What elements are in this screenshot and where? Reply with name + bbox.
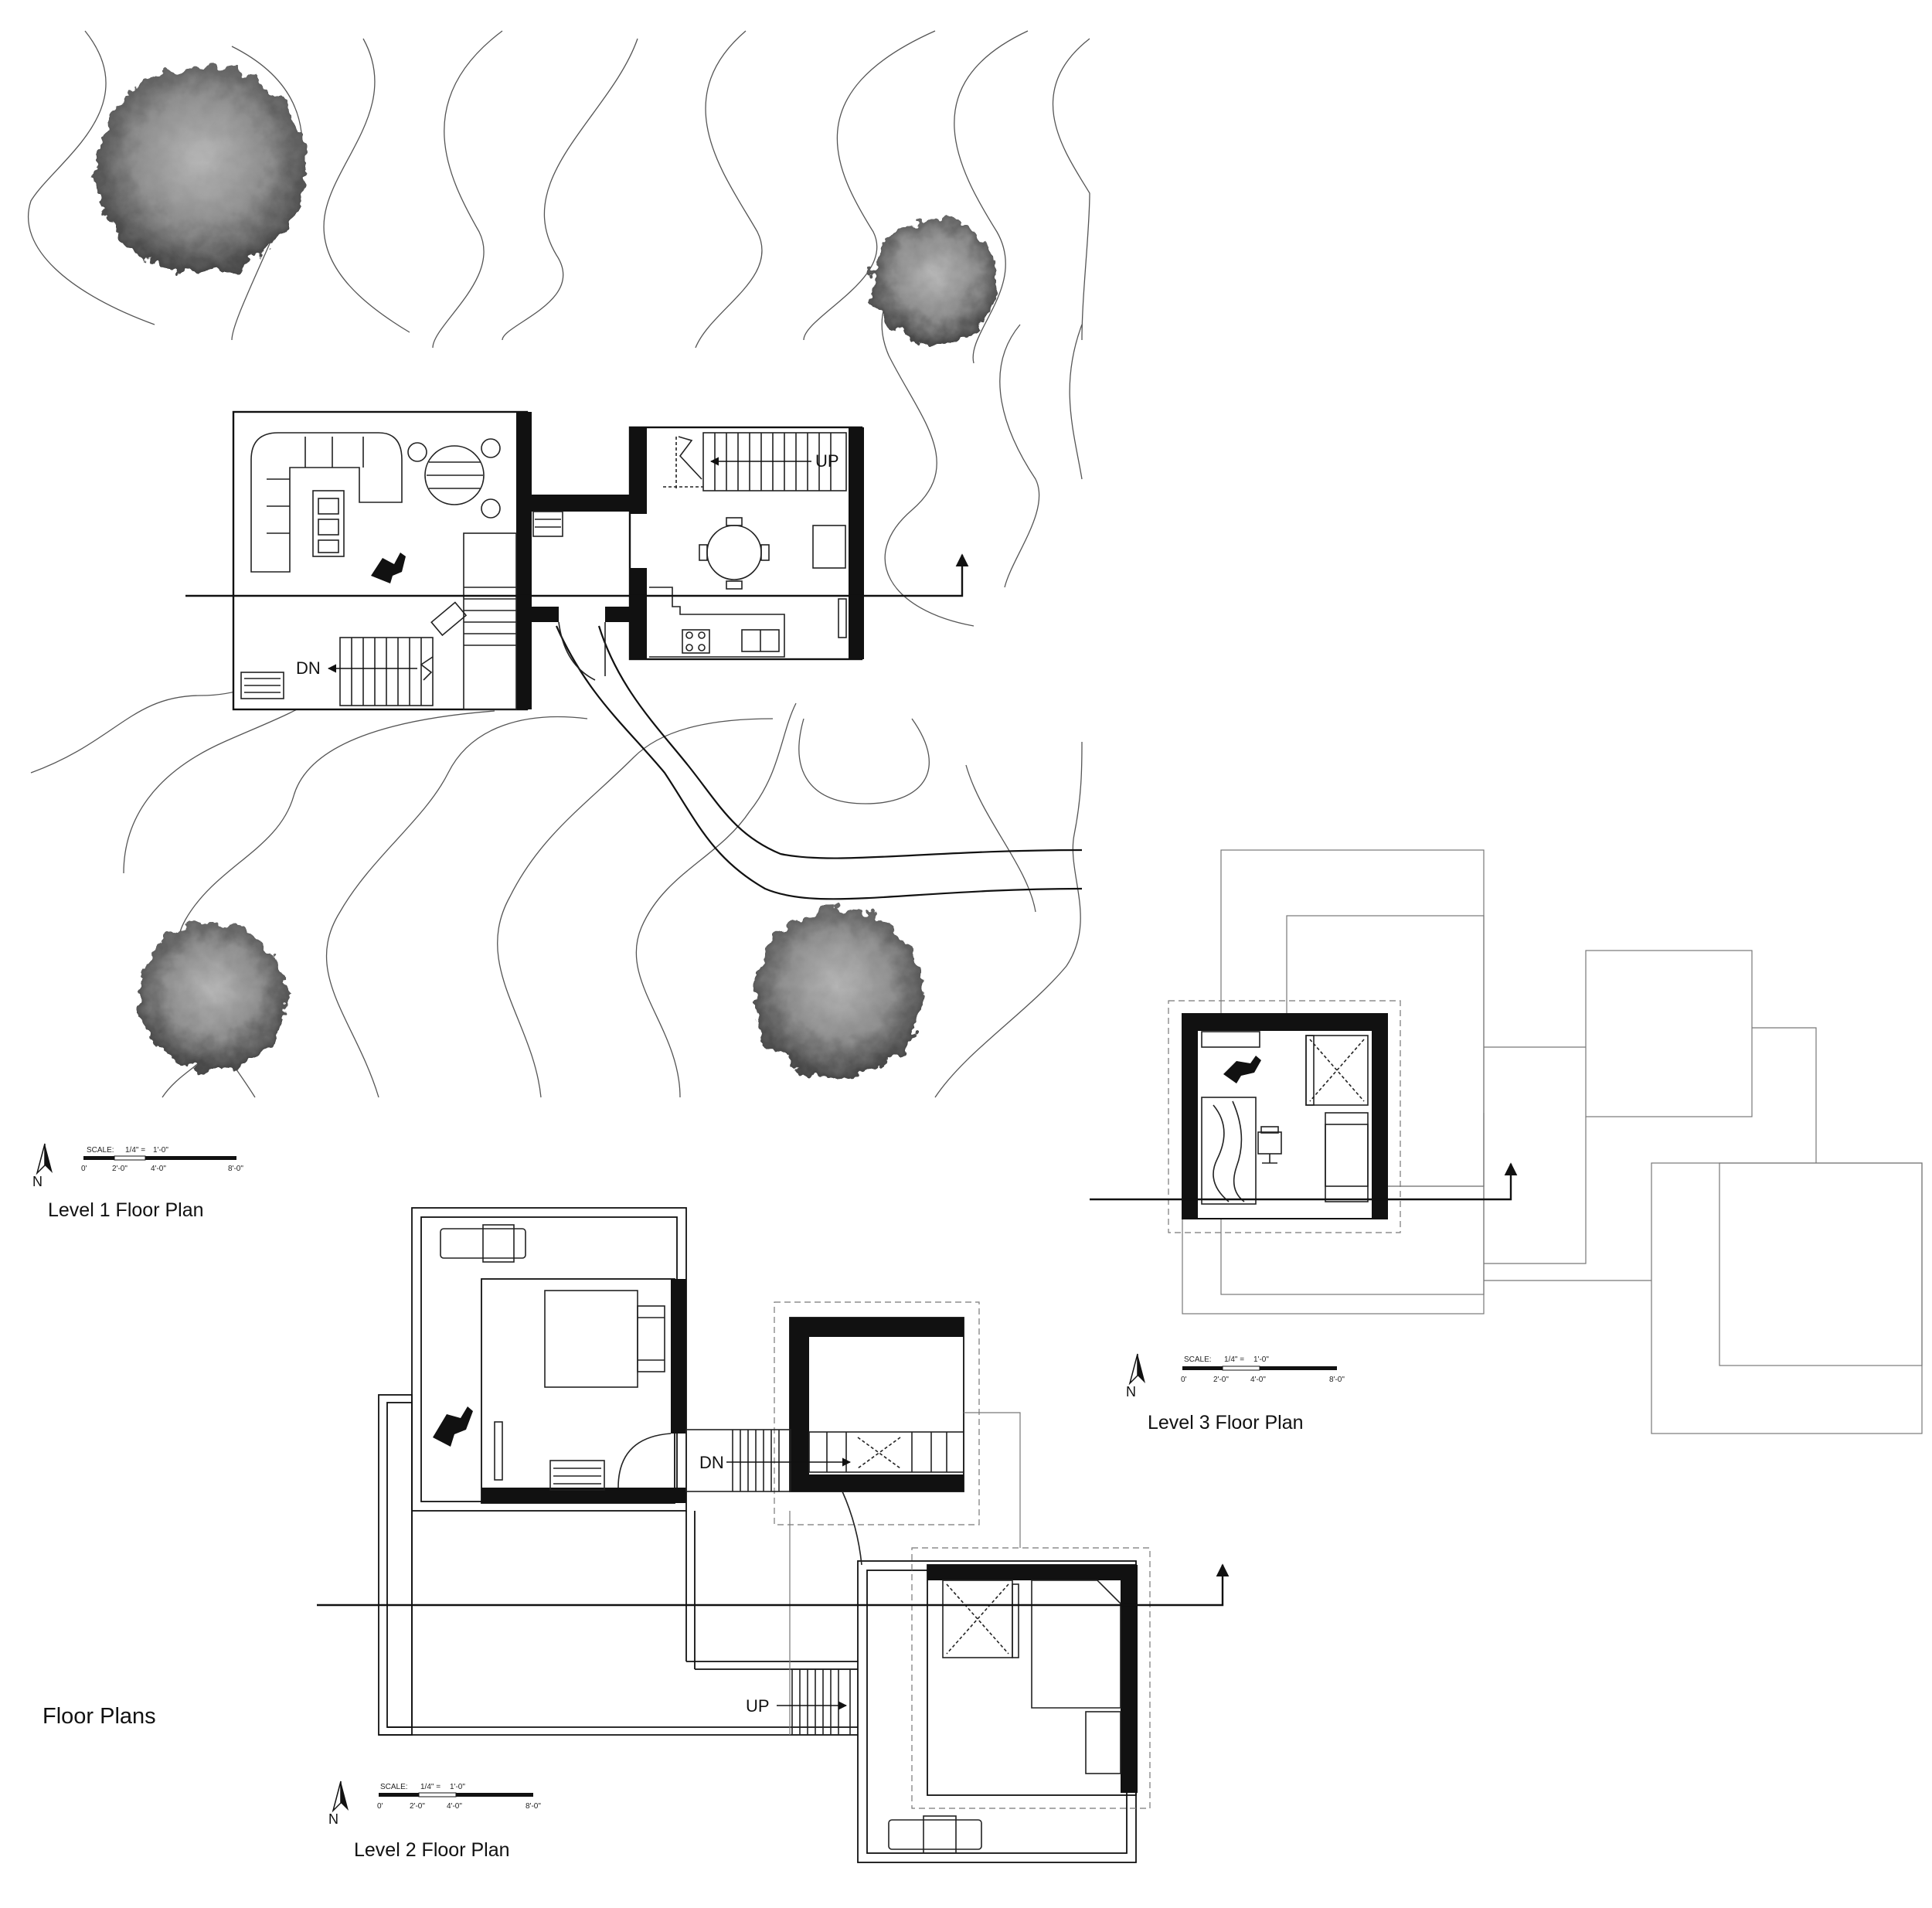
svg-text:8'-0": 8'-0" <box>526 1802 541 1811</box>
stair-down-label: DN <box>296 658 321 678</box>
svg-text:N: N <box>32 1174 43 1189</box>
level1-wall-poche <box>516 412 864 709</box>
svg-text:4'-0": 4'-0" <box>447 1802 462 1811</box>
svg-text:2'-0": 2'-0" <box>1213 1376 1229 1384</box>
level1-plan: UP DN <box>185 410 969 711</box>
level1-plan-label: Level 1 Floor Plan <box>48 1199 204 1221</box>
svg-text:0': 0' <box>377 1802 383 1811</box>
svg-text:0': 0' <box>1181 1376 1187 1384</box>
level1-north-arrow: N <box>32 1143 53 1189</box>
level3-plan <box>1090 849 1923 1434</box>
stair-up-label: UP <box>746 1696 770 1716</box>
level3-north-arrow: N <box>1126 1353 1145 1400</box>
level1-scale-bar: SCALE: 1/4" = 1'-0" 0' 2'-0" 4'-0" 8'-0" <box>81 1146 243 1173</box>
section-cut-line <box>1090 1162 1518 1201</box>
svg-text:4'-0": 4'-0" <box>151 1165 166 1173</box>
tree-icon <box>139 923 286 1070</box>
stair-up-label: UP <box>815 451 839 471</box>
svg-text:2'-0": 2'-0" <box>112 1165 128 1173</box>
svg-text:N: N <box>1126 1384 1136 1400</box>
svg-text:SCALE:: SCALE: <box>1184 1355 1212 1364</box>
level2-plan-label: Level 2 Floor Plan <box>354 1839 510 1861</box>
tree-icon <box>872 219 998 345</box>
person-icon <box>1223 1056 1261 1083</box>
level2-furniture <box>440 1224 1121 1854</box>
level2-north-arrow: N <box>328 1780 349 1827</box>
svg-text:1/4" =: 1/4" = <box>125 1146 145 1155</box>
level3-plan-label: Level 3 Floor Plan <box>1148 1412 1304 1434</box>
svg-text:4'-0": 4'-0" <box>1250 1376 1266 1384</box>
level3-wall-poche <box>1182 1014 1387 1219</box>
svg-text:0': 0' <box>81 1165 87 1173</box>
svg-text:SCALE:: SCALE: <box>380 1783 408 1791</box>
level2-scale-bar: SCALE: 1/4" = 1'-0" 0' 2'-0" 4'-0" 8'-0" <box>377 1783 541 1811</box>
tree-icon <box>753 908 923 1078</box>
svg-text:8'-0": 8'-0" <box>1329 1376 1345 1384</box>
section-cut-line <box>317 1563 1230 1607</box>
tree-icon <box>97 66 305 274</box>
svg-text:1'-0": 1'-0" <box>1253 1355 1269 1364</box>
walkway <box>555 625 1083 900</box>
svg-text:1/4" =: 1/4" = <box>420 1783 440 1791</box>
level3-scale-bar: SCALE: 1/4" = 1'-0" 0' 2'-0" 4'-0" 8'-0" <box>1181 1355 1345 1384</box>
level1-walls <box>232 410 863 711</box>
stair-down-label: DN <box>699 1453 724 1472</box>
level2-plan: DN UP <box>317 1207 1230 1863</box>
person-icon <box>433 1406 473 1447</box>
tree-symbols <box>97 66 998 1078</box>
svg-text:1'-0": 1'-0" <box>450 1783 465 1791</box>
svg-text:1'-0": 1'-0" <box>153 1146 168 1155</box>
svg-text:2'-0": 2'-0" <box>410 1802 425 1811</box>
svg-text:SCALE:: SCALE: <box>87 1146 114 1155</box>
svg-text:8'-0": 8'-0" <box>228 1165 243 1173</box>
sheet-title: Floor Plans <box>43 1704 156 1729</box>
level2-wall-poche <box>481 1279 1138 1793</box>
level3-furniture <box>1201 1031 1369 1205</box>
person-icon <box>371 553 406 583</box>
svg-text:N: N <box>328 1811 338 1827</box>
svg-text:1/4" =: 1/4" = <box>1224 1355 1244 1364</box>
section-cut-line <box>185 553 969 597</box>
